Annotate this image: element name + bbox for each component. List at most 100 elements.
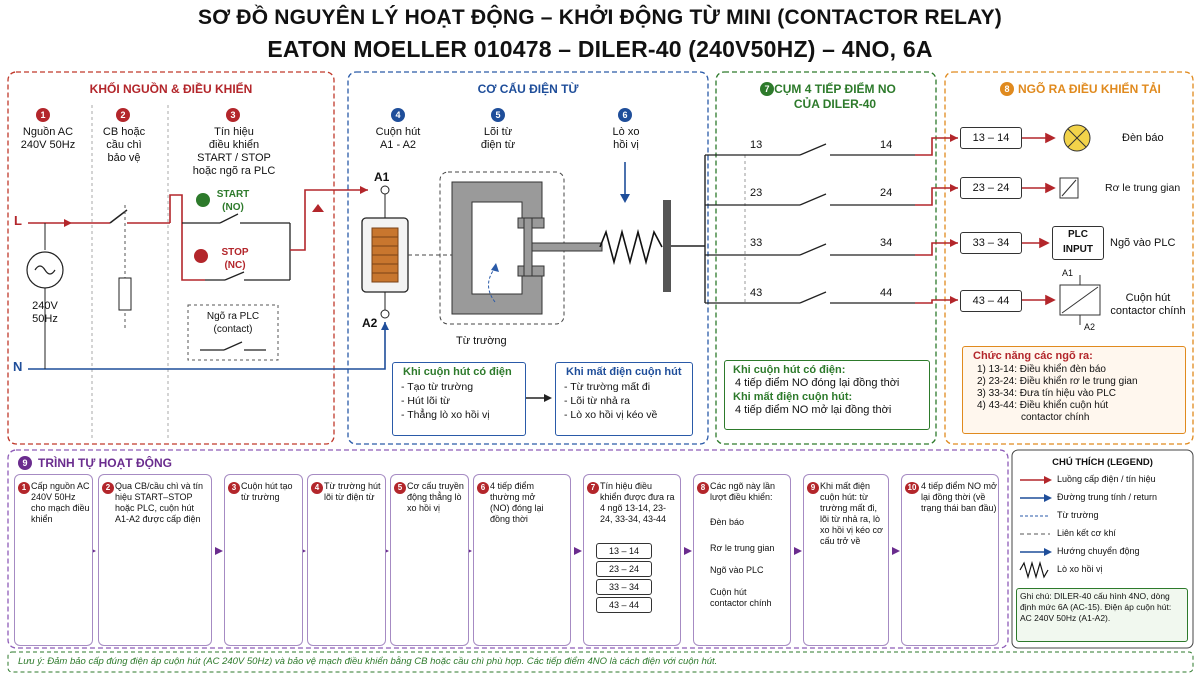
coil-energized-item: - Hút lõi từ (401, 395, 451, 407)
step-badge-9: 9 (18, 456, 32, 470)
panel-outputs-title: NGÕ RA ĐIỀU KHIỂN TẢI (1018, 82, 1161, 96)
plc-contact (223, 341, 243, 351)
step8-item: Rơ le trung gian (710, 543, 775, 553)
output-code-33-34: 33 – 34 (960, 232, 1022, 254)
plc-output-label: Ngõ ra PLC (contact) (206, 311, 260, 335)
coil-label: Cuộn hút A1 - A2 (375, 126, 421, 151)
step-badge-4: 4 (391, 108, 405, 122)
legend-motion: Hướng chuyển động (1057, 546, 1140, 556)
step8-item: Ngõ vào PLC (710, 565, 764, 575)
step-badge-2: 2 (116, 108, 130, 122)
contact-row-2 (705, 193, 915, 206)
coil-deenergized-item: - Lò xo hồi vị kéo về (564, 409, 658, 421)
sequence-step-text: Cơ cấu truyền động thẳng lò xo hồi vị (407, 481, 464, 513)
panel-electromagnet-border (347, 71, 709, 445)
motion-arrow-head (620, 194, 630, 203)
sequence-step-text: Khi mất điện cuộn hút: từ trường mất đi,… (820, 481, 883, 546)
stop-contact (224, 271, 245, 281)
start-button-icon (196, 193, 210, 207)
sequence-step-number: 5 (394, 482, 406, 494)
spring-label: Lò xo hồi vị (612, 126, 640, 151)
contacts-off-text: 4 tiếp điểm NO mở lại đồng thời (735, 404, 892, 416)
output-wires (915, 137, 958, 304)
contact-13-label: 13 (750, 139, 763, 151)
legend-neutral: Đường trung tính / return (1057, 492, 1157, 502)
sequence-step-number: 9 (807, 482, 819, 494)
contact-23-label: 23 (750, 187, 763, 199)
sequence-step-4: 4 Từ trường hút lõi từ điện từ (307, 474, 386, 646)
a2-label: A2 (362, 316, 378, 330)
feed-up-arrow (312, 204, 324, 212)
contacts-on-title: Khi cuộn hút có điện: (733, 364, 846, 376)
panel-power-border (7, 71, 335, 445)
coil-deenergized-list: - Từ trường mất đi - Lõi từ nhả ra - Lò … (564, 380, 692, 422)
panel-sequence-border (7, 449, 1009, 649)
core-outline (439, 171, 565, 325)
output-label-lamp: Đèn báo (1122, 132, 1164, 144)
sequence-step-number: 2 (102, 482, 114, 494)
step-badge-3: 3 (226, 108, 240, 122)
output-function-item: contactor chính (1021, 412, 1090, 423)
main-coil-slash (1061, 286, 1099, 314)
output-functions-title: Chức năng các ngõ ra: (973, 350, 1093, 362)
step7-code-box: 23 – 24 (596, 561, 652, 577)
sequence-step-9: 9 Khi mất điện cuộn hút: từ trường mất đ… (803, 474, 889, 646)
coil-deenergized-title: Khi mất điện cuộn hút (566, 366, 682, 378)
start-contact (219, 213, 239, 224)
panel-power-title: KHỐI NGUỒN & ĐIỀU KHIỂN (89, 82, 253, 96)
coil-deenergized-box: Khi mất điện cuộn hút - Từ trường mất đi… (555, 362, 693, 436)
plc-contact-box (187, 304, 279, 361)
panel-outputs-border (944, 71, 1194, 445)
sequence-step-text: Các ngõ này lần lượt điều khiển: (710, 481, 776, 502)
a1-label: A1 (374, 170, 390, 184)
panel-electromagnet-title: CƠ CẤU ĐIỆN TỪ (477, 82, 579, 96)
contact-row-4 (705, 291, 915, 304)
output-label-main-coil: Cuộn hút contactor chính (1110, 292, 1186, 317)
coil-energized-box: Khi cuộn hút có điện - Tạo từ trường - H… (392, 362, 526, 436)
output-function-item: 2) 23-24: Điều khiển rơ le trung gian (977, 376, 1138, 387)
contact-14-label: 14 (880, 139, 893, 151)
sequence-step-text: 4 tiếp điểm NO mở lại đồng thời (về trạn… (921, 481, 997, 513)
sequence-step-7: 7 Tín hiệu điều khiển được đưa ra 4 ngõ … (583, 474, 681, 646)
footer-note: Lưu ý: Đảm bảo cấp đúng điện áp cuộn hút… (18, 656, 718, 667)
contact-44-label: 44 (880, 287, 893, 299)
sequence-step-number: 8 (697, 482, 709, 494)
contact-43-label: 43 (750, 287, 763, 299)
ac-wave-glyph (34, 265, 56, 275)
panel-contacts-title: CỤM 4 TIẾP ĐIỂM NO CỦA DILER-40 (774, 82, 896, 111)
a1-terminal (380, 185, 390, 195)
contact-33-label: 33 (750, 237, 763, 249)
output-code-23-24: 23 – 24 (960, 177, 1022, 199)
relay-icon-slash (1061, 179, 1077, 197)
feed-to-a1-wire (290, 189, 368, 251)
coil-deenergized-item: - Lõi từ nhả ra (564, 395, 630, 407)
source-label: Nguồn AC 240V 50Hz (20, 126, 76, 151)
footer-border (7, 651, 1194, 673)
step8-item: Cuộn hút contactor chính (710, 587, 772, 608)
step-badge-5: 5 (491, 108, 505, 122)
sequence-step-8: 8 Các ngõ này lần lượt điều khiển: Đèn b… (693, 474, 791, 646)
output-function-item: 1) 13-14: Điều khiển đèn báo (977, 364, 1106, 375)
stop-button-icon (194, 249, 208, 263)
main-coil-a1-label: A1 (1062, 268, 1074, 278)
stop-label: STOP (NC) (221, 247, 249, 271)
fuse-symbol (118, 277, 132, 311)
step8-item: Đèn báo (710, 517, 745, 527)
step-badge-7: 7 (760, 82, 774, 96)
title-line-2: EATON MOELLER 010478 – DILER-40 (240V50H… (267, 36, 933, 62)
output-code-13-14: 13 – 14 (960, 127, 1022, 149)
sequence-step-text: Cuộn hút tạo từ trường (241, 481, 293, 502)
coil-energized-title: Khi cuộn hút có điện (403, 366, 512, 378)
sequence-step-number: 6 (477, 482, 489, 494)
output-function-item: 4) 43-44: Điều khiển cuộn hút (977, 400, 1109, 411)
field-arrow-head (491, 263, 499, 272)
coil-energized-item: - Thẳng lò xo hồi vị (401, 409, 490, 421)
line-n-label: N (13, 359, 23, 374)
legend-symbols (1019, 476, 1052, 580)
sequence-step-6: 6 4 tiếp điểm thường mở (NO) đóng lại đồ… (473, 474, 571, 646)
step-badge-8: 8 (1000, 82, 1014, 96)
output-label-relay: Rơ le trung gian (1105, 182, 1181, 194)
sequence-step-text: 4 tiếp điểm thường mở (NO) đóng lại đồng… (490, 481, 544, 524)
step7-code-box: 13 – 14 (596, 543, 652, 559)
